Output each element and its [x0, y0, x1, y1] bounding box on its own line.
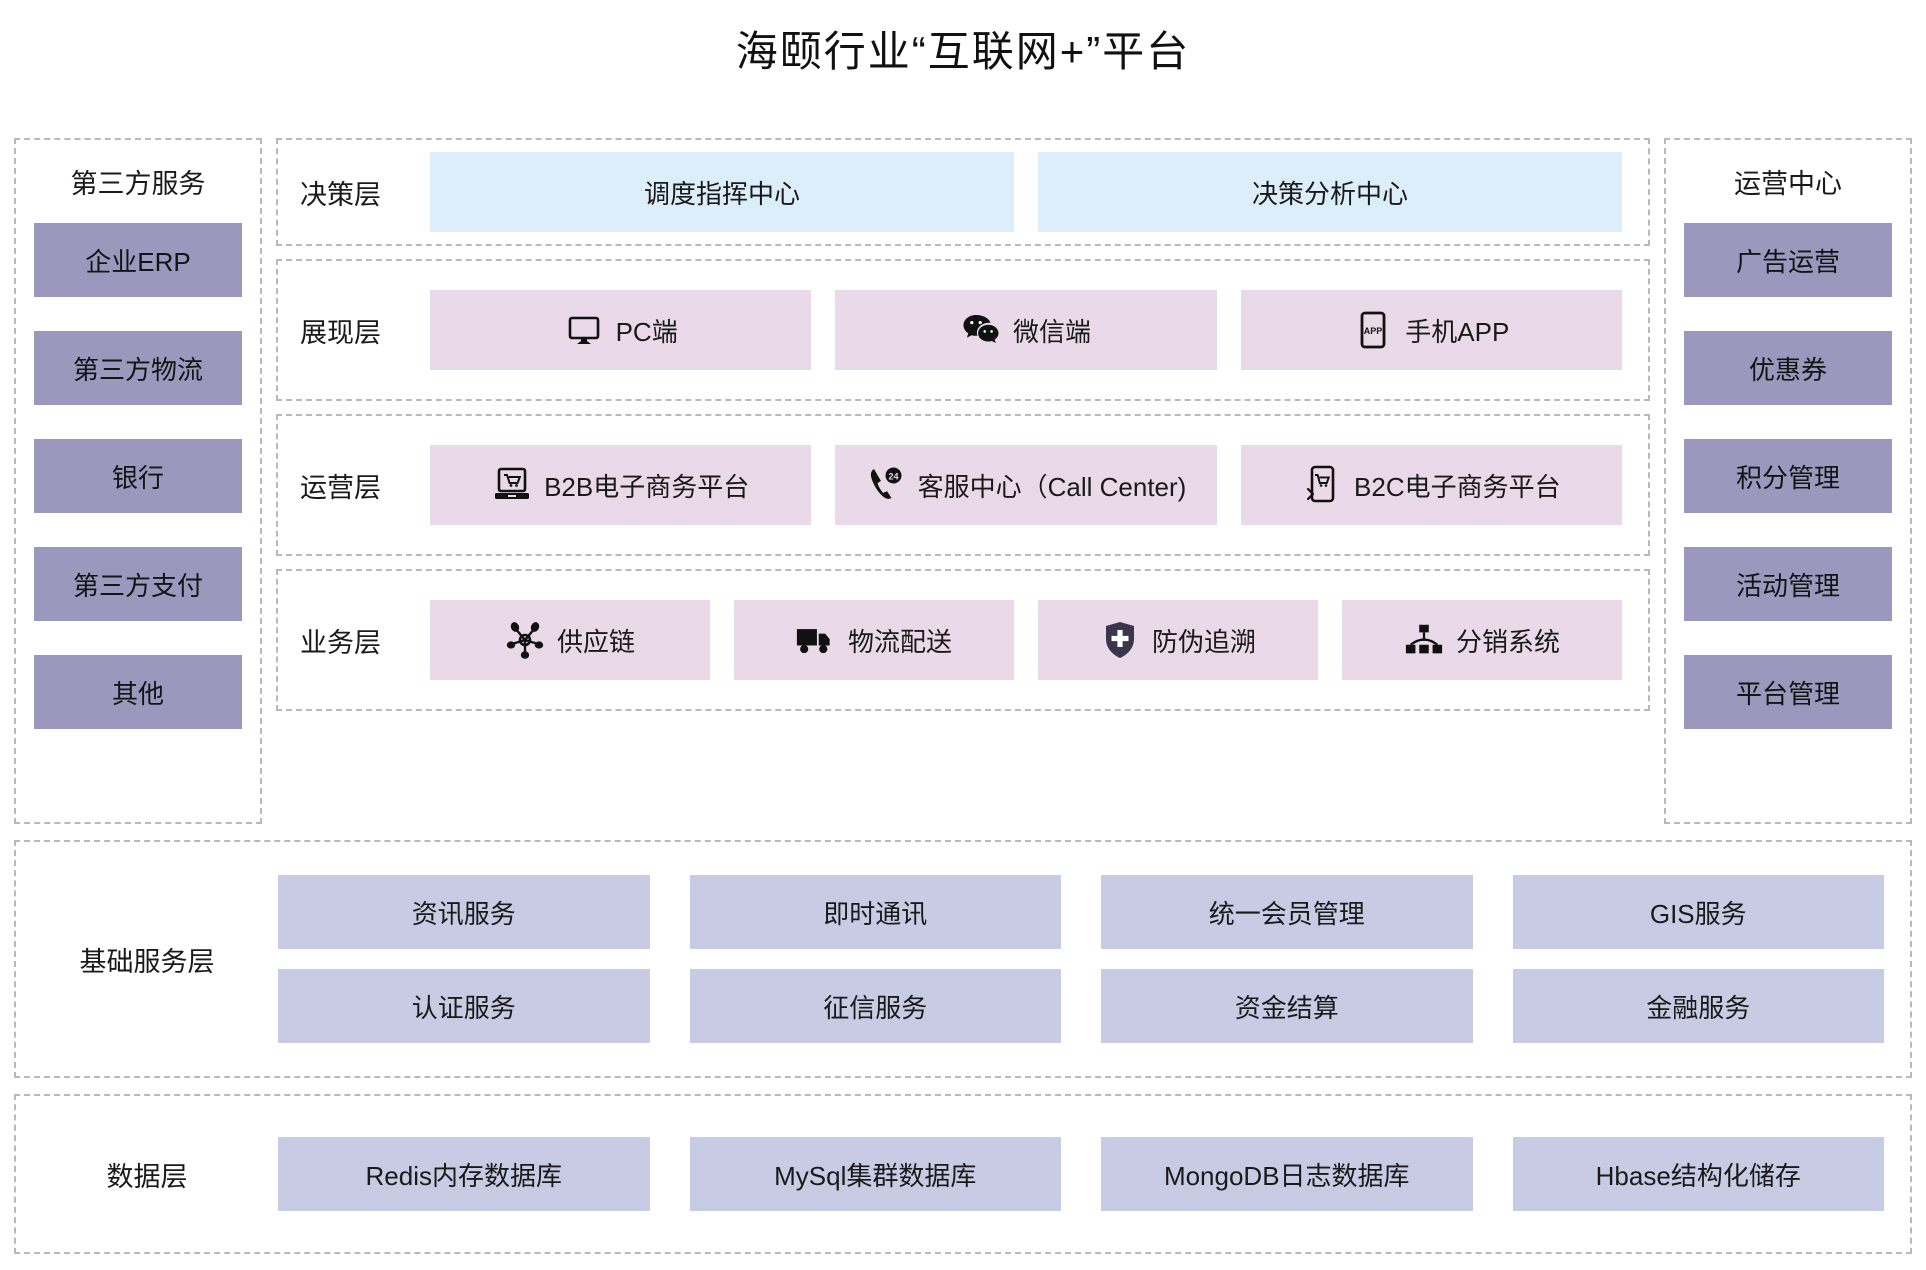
base-services-row-1: 资讯服务 即时通讯 统一会员管理 GIS服务	[278, 875, 1884, 949]
network-nodes-icon	[505, 620, 545, 660]
business-item-distribution-system[interactable]: 分销系统	[1342, 600, 1622, 680]
business-layer: 业务层	[276, 569, 1650, 711]
svg-text:APP: APP	[1364, 326, 1383, 336]
upper-region: 第三方服务 企业ERP 第三方物流 银行 第三方支付 其他 决策层 调度指挥中心…	[14, 138, 1912, 824]
business-layer-label: 业务层	[300, 627, 381, 658]
operation-center-item-coupon[interactable]: 优惠券	[1684, 331, 1892, 405]
third-party-services-heading: 第三方服务	[70, 169, 206, 199]
operation-center-panel: 运营中心 广告运营 优惠券 积分管理 活动管理 平台管理	[1664, 138, 1912, 824]
operation-item-b2c[interactable]: B2C电子商务平台	[1240, 445, 1622, 525]
third-party-item-erp[interactable]: 企业ERP	[34, 223, 242, 297]
base-service-gis[interactable]: GIS服务	[1512, 875, 1884, 949]
operation-layer-label: 运营层	[300, 472, 381, 503]
presentation-item-pc[interactable]: PC端	[430, 290, 812, 370]
presentation-layer: 展现层 PC端	[276, 259, 1650, 401]
base-service-auth[interactable]: 认证服务	[278, 969, 650, 1043]
decision-layer-label: 决策层	[300, 179, 381, 210]
base-service-member[interactable]: 统一会员管理	[1101, 875, 1473, 949]
mobile-app-icon: APP	[1353, 310, 1393, 350]
business-item-logistics-delivery[interactable]: 物流配送	[734, 600, 1014, 680]
business-item-logistics-delivery-label: 物流配送	[847, 626, 952, 657]
page-title: 海颐行业“互联网+”平台	[735, 28, 1191, 75]
presentation-item-wechat[interactable]: 微信端	[835, 290, 1217, 370]
wechat-icon	[961, 310, 1001, 350]
operation-center-item-campaign[interactable]: 活动管理	[1684, 547, 1892, 621]
base-service-credit[interactable]: 征信服务	[689, 969, 1061, 1043]
svg-text:24: 24	[888, 472, 898, 482]
business-layer-items: 供应链 物流配送	[430, 600, 1622, 680]
phone-24-icon: 24	[866, 465, 906, 505]
base-services-layer-label: 基础服务层	[79, 946, 215, 977]
third-party-item-logistics[interactable]: 第三方物流	[34, 331, 242, 405]
laptop-cart-icon	[492, 465, 532, 505]
data-store-mongodb[interactable]: MongoDB日志数据库	[1101, 1137, 1473, 1211]
decision-item-dispatch-center[interactable]: 调度指挥中心	[430, 152, 1014, 232]
data-store-hbase[interactable]: Hbase结构化储存	[1512, 1137, 1884, 1211]
operation-layer-items: B2B电子商务平台 24 客服中心（Call Center)	[430, 445, 1622, 525]
business-item-distribution-system-label: 分销系统	[1455, 626, 1560, 657]
decision-item-analysis-center-label: 决策分析中心	[1251, 178, 1408, 209]
business-item-anti-counterfeit-label: 防伪追溯	[1151, 626, 1256, 657]
operation-center-heading: 运营中心	[1734, 169, 1842, 199]
data-store-mysql[interactable]: MySql集群数据库	[689, 1137, 1061, 1211]
third-party-item-payment[interactable]: 第三方支付	[34, 547, 242, 621]
data-layer: 数据层 Redis内存数据库 MySql集群数据库 MongoDB日志数据库 H…	[14, 1094, 1912, 1254]
operation-item-b2c-label: B2C电子商务平台	[1354, 471, 1561, 502]
presentation-item-mobile-app[interactable]: APP 手机APP	[1240, 290, 1622, 370]
data-store-redis[interactable]: Redis内存数据库	[278, 1137, 650, 1211]
presentation-item-pc-label: PC端	[615, 316, 678, 347]
presentation-item-mobile-app-label: 手机APP	[1405, 316, 1510, 347]
business-item-supply-chain[interactable]: 供应链	[430, 600, 710, 680]
center-layers: 决策层 调度指挥中心 决策分析中心 展现层	[276, 138, 1650, 824]
data-layer-grid: Redis内存数据库 MySql集群数据库 MongoDB日志数据库 Hbase…	[278, 1137, 1884, 1211]
presentation-layer-items: PC端 微信端	[430, 290, 1622, 370]
shield-plus-icon	[1100, 620, 1140, 660]
presentation-item-wechat-label: 微信端	[1012, 316, 1091, 347]
third-party-services-panel: 第三方服务 企业ERP 第三方物流 银行 第三方支付 其他	[14, 138, 262, 824]
truck-icon	[796, 620, 836, 660]
operation-center-item-ad[interactable]: 广告运营	[1684, 223, 1892, 297]
operation-item-b2b-label: B2B电子商务平台	[544, 471, 750, 502]
monitor-icon	[564, 310, 604, 350]
third-party-item-bank[interactable]: 银行	[34, 439, 242, 513]
operation-item-b2b[interactable]: B2B电子商务平台	[430, 445, 812, 525]
data-layer-label: 数据层	[106, 1161, 188, 1192]
base-service-settlement[interactable]: 资金结算	[1101, 969, 1473, 1043]
operation-item-call-center-label: 客服中心（Call Center)	[917, 471, 1187, 502]
decision-layer-items: 调度指挥中心 决策分析中心	[430, 152, 1622, 232]
third-party-item-other[interactable]: 其他	[34, 655, 242, 729]
base-services-layer: 基础服务层 资讯服务 即时通讯 统一会员管理 GIS服务 认证服务 征信服务 资…	[14, 840, 1912, 1078]
operation-layer: 运营层 B2B电子	[276, 414, 1650, 556]
decision-item-dispatch-center-label: 调度指挥中心	[643, 178, 800, 209]
decision-item-analysis-center[interactable]: 决策分析中心	[1038, 152, 1622, 232]
base-service-news[interactable]: 资讯服务	[278, 875, 650, 949]
base-services-grid: 资讯服务 即时通讯 统一会员管理 GIS服务 认证服务 征信服务 资金结算 金融…	[278, 875, 1884, 1043]
operation-center-item-platform[interactable]: 平台管理	[1684, 655, 1892, 729]
business-item-supply-chain-label: 供应链	[556, 626, 635, 657]
presentation-layer-label: 展现层	[300, 317, 381, 348]
base-service-im[interactable]: 即时通讯	[689, 875, 1061, 949]
mobile-cart-icon	[1302, 465, 1342, 505]
base-service-finance[interactable]: 金融服务	[1512, 969, 1884, 1043]
business-item-anti-counterfeit[interactable]: 防伪追溯	[1038, 600, 1318, 680]
base-services-row-2: 认证服务 征信服务 资金结算 金融服务	[278, 969, 1884, 1043]
operation-center-item-points[interactable]: 积分管理	[1684, 439, 1892, 513]
operation-item-call-center[interactable]: 24 客服中心（Call Center)	[835, 445, 1217, 525]
decision-layer: 决策层 调度指挥中心 决策分析中心	[276, 138, 1650, 246]
hierarchy-icon	[1404, 620, 1444, 660]
